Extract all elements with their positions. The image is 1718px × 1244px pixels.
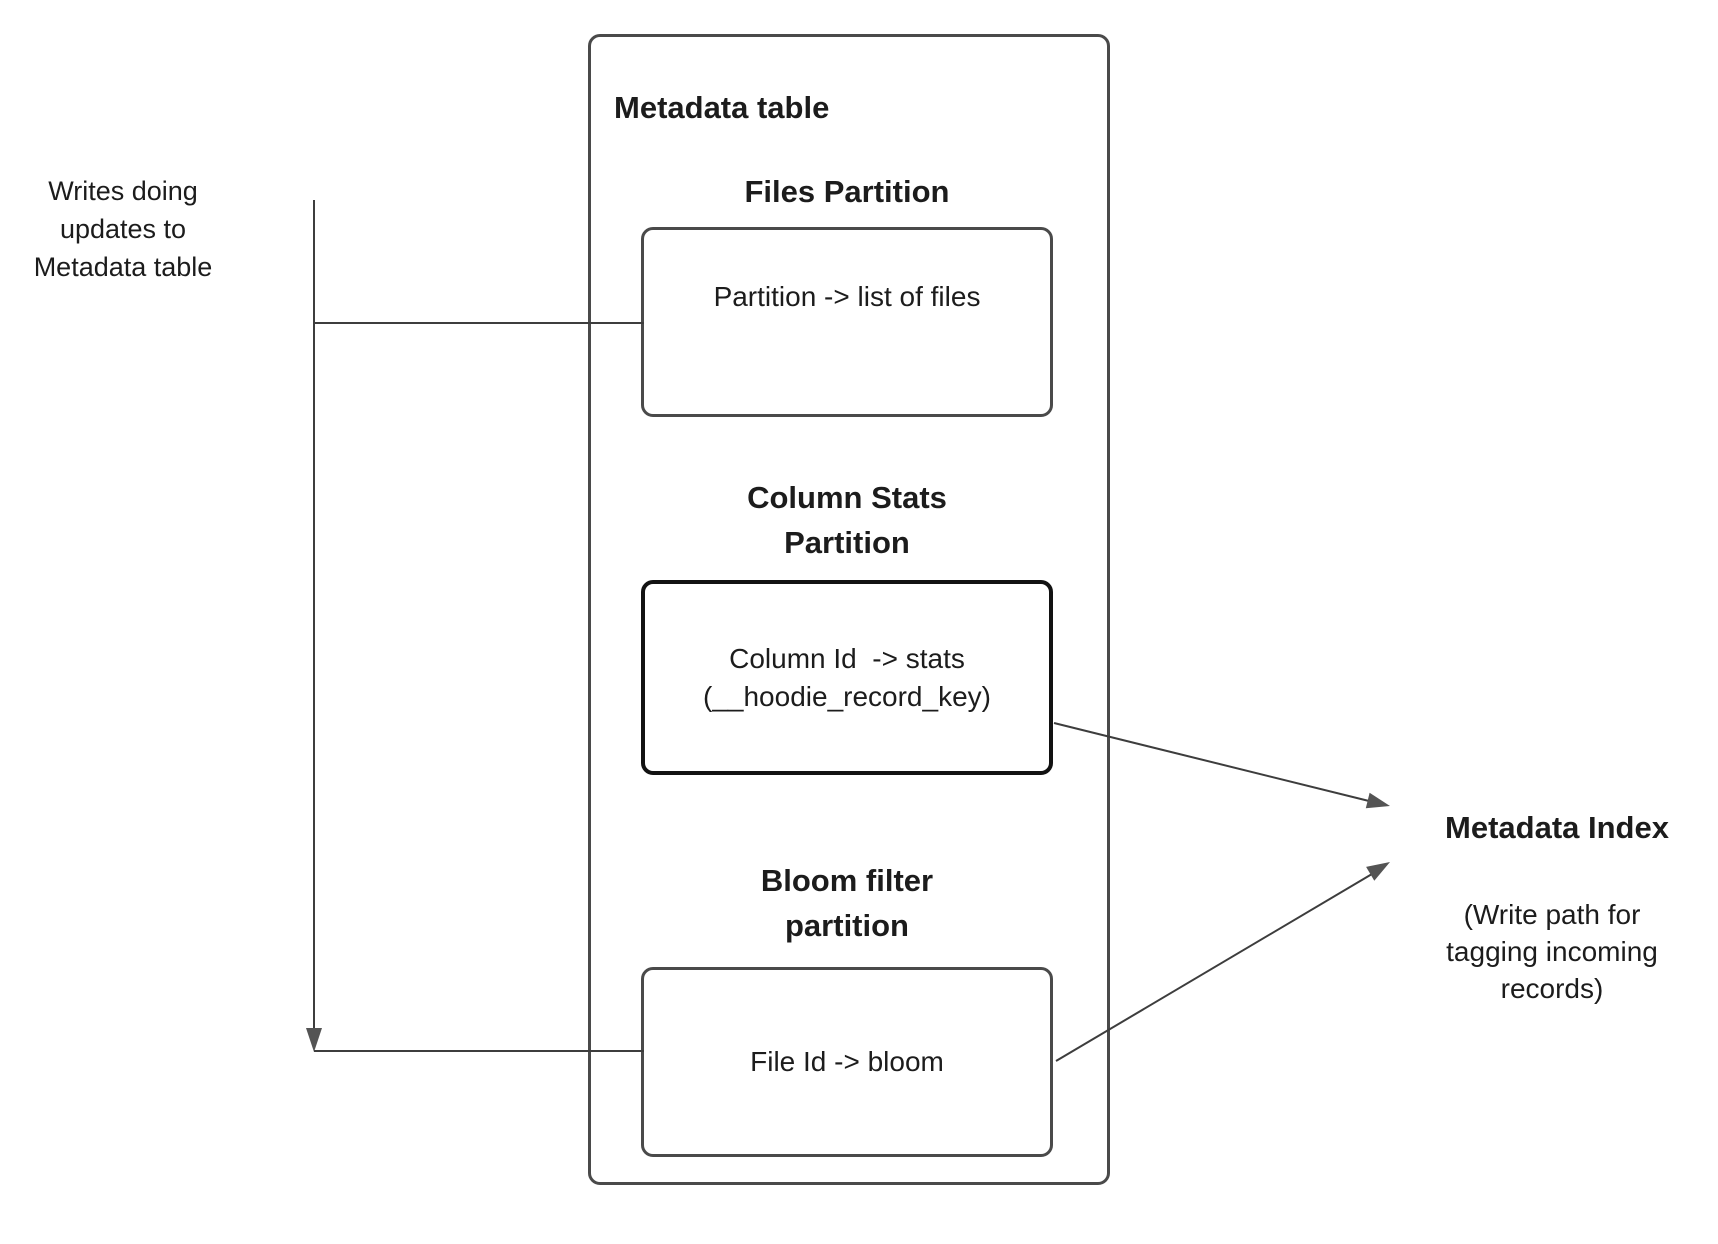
- column-stats-partition-heading: Column Stats Partition: [747, 480, 947, 560]
- bloom-filter-partition-box: File Id -> bloom: [641, 967, 1053, 1157]
- metadata-index-title: Metadata Index: [1445, 810, 1669, 845]
- files-partition-heading: Files Partition: [744, 174, 950, 209]
- bloom-filter-partition-heading: Bloom filter partition: [760, 863, 934, 943]
- bloom-to-index-arrowhead: [1366, 862, 1390, 881]
- files-partition-box: Partition -> list of files: [641, 227, 1053, 417]
- column-stats-partition-box: Column Id -> stats (__hoodie_record_key): [641, 580, 1053, 775]
- metadata-index-subtitle: (Write path for tagging incoming records…: [1446, 899, 1658, 1004]
- stats-to-index-arrowhead: [1365, 792, 1390, 809]
- files-partition-mapping: Partition -> list of files: [713, 281, 981, 312]
- metadata-table-title: Metadata table: [614, 90, 830, 125]
- writes-caption: Writes doing updates to Metadata table: [33, 176, 213, 282]
- writes-arrowhead-down: [306, 1028, 322, 1052]
- column-stats-partition-mapping: Column Id -> stats (__hoodie_record_key): [703, 642, 991, 712]
- metadata-table-box: [588, 34, 1110, 1185]
- bloom-filter-partition-mapping: File Id -> bloom: [750, 1046, 944, 1077]
